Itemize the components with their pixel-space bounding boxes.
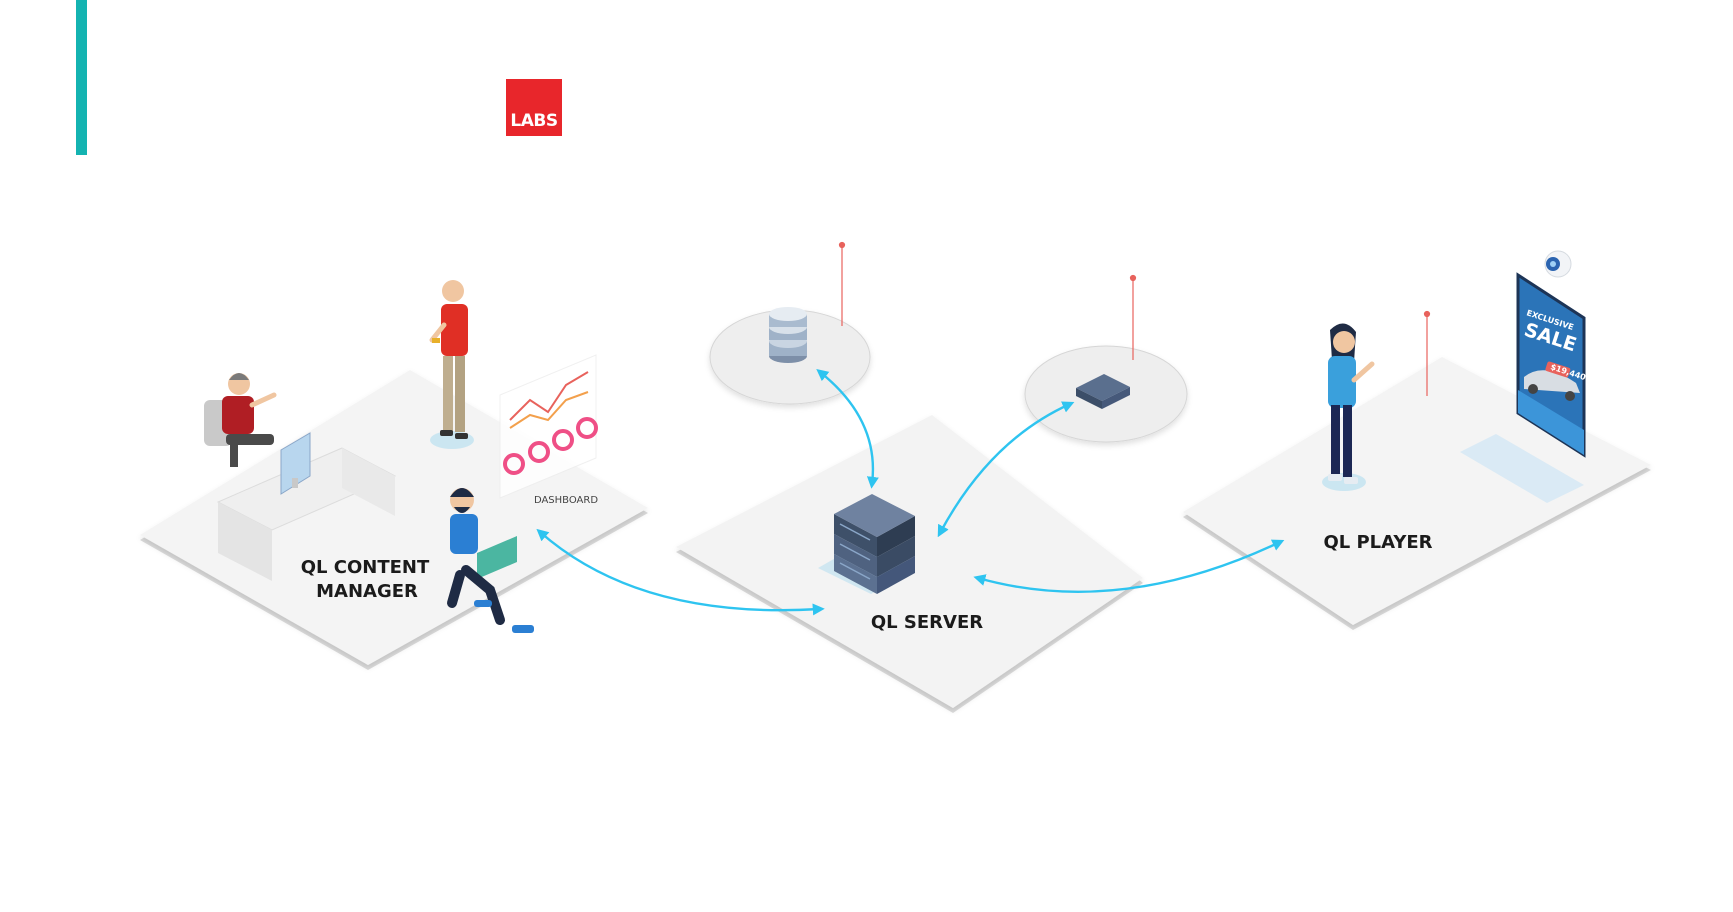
signal-markers: [838, 241, 1431, 396]
dashboard-label: DASHBOARD: [534, 495, 598, 506]
network-device-icon: [1076, 374, 1130, 409]
player-user: [1322, 323, 1375, 491]
laptop-user: [447, 488, 534, 633]
label-player: QL PLAYER: [1323, 532, 1432, 553]
logo-text: LABS: [510, 111, 558, 131]
server-rack-icon: [818, 494, 915, 594]
camera-icon: [1544, 250, 1572, 278]
standing-user: [429, 280, 474, 449]
arrow-database-server: [816, 369, 879, 489]
dashboard-panel: [499, 354, 598, 499]
arrow-manager-server: [536, 528, 825, 616]
arrow-network-server: [937, 401, 1075, 538]
laptop-icon: [477, 536, 517, 579]
database-icon: [769, 307, 807, 363]
labs-logo: LABS: [506, 79, 562, 136]
connection-arrows: [536, 369, 1285, 616]
desk-scene: [204, 373, 397, 581]
arrow-server-player: [973, 539, 1285, 593]
seated-user: [204, 373, 277, 467]
label-content-manager-line2: MANAGER: [316, 581, 418, 602]
billboard-display: EXCLUSIVE SALE $19,440: [1460, 272, 1587, 503]
accent-bar: [76, 0, 87, 155]
car-image: [1524, 370, 1580, 401]
label-content-manager-line1: QL CONTENT: [301, 557, 430, 578]
computer-icon: [280, 432, 311, 495]
label-server: QL SERVER: [871, 612, 983, 633]
